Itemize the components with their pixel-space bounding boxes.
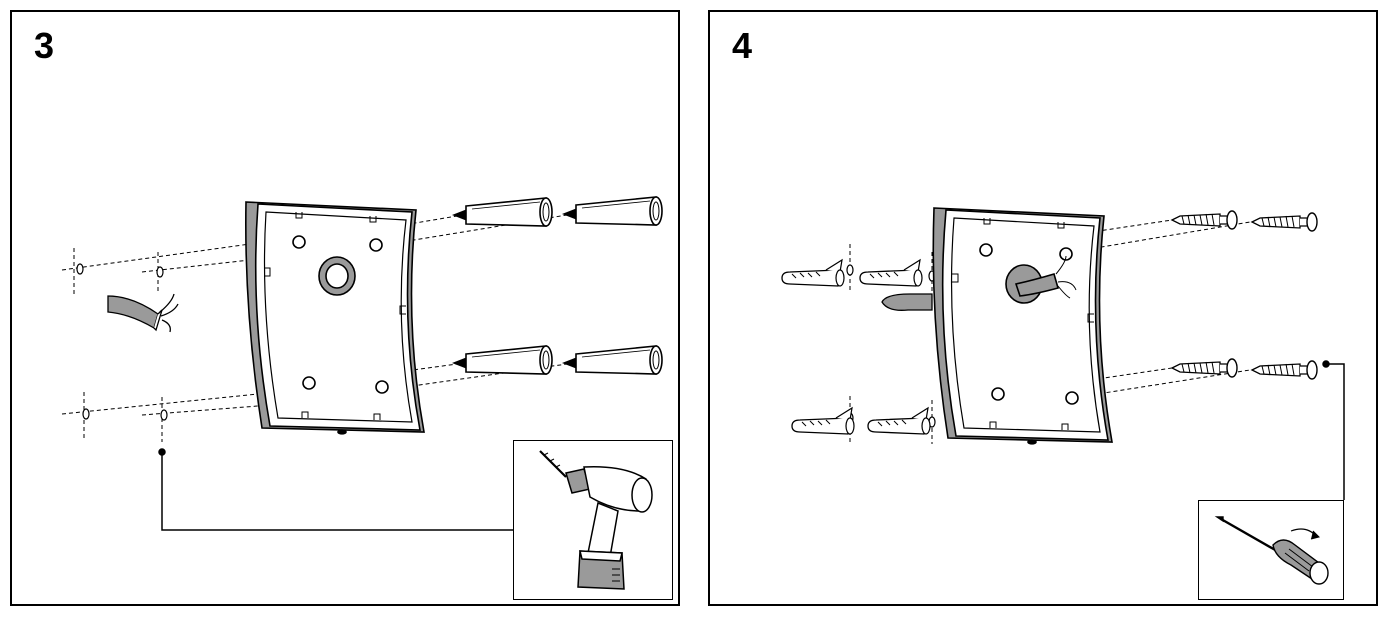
mounting-diagram (61, 196, 663, 531)
back-plate (245, 201, 425, 435)
cable (107, 293, 179, 333)
wall-plugs (451, 196, 663, 375)
power-drill-icon (539, 450, 653, 590)
back-plate (932, 207, 1113, 445)
step-number: 3 (34, 25, 55, 66)
step-3-panel: 3 (10, 10, 680, 606)
tool-inset (513, 440, 673, 600)
tool-inset (1198, 500, 1344, 600)
step-number: 4 (732, 25, 753, 66)
screws (1171, 210, 1318, 380)
step-4-panel: 4 (708, 10, 1378, 606)
screwdriver-icon (1214, 516, 1329, 585)
cable (881, 293, 933, 311)
mounting-diagram (781, 207, 1345, 500)
wall-anchors (781, 259, 931, 435)
